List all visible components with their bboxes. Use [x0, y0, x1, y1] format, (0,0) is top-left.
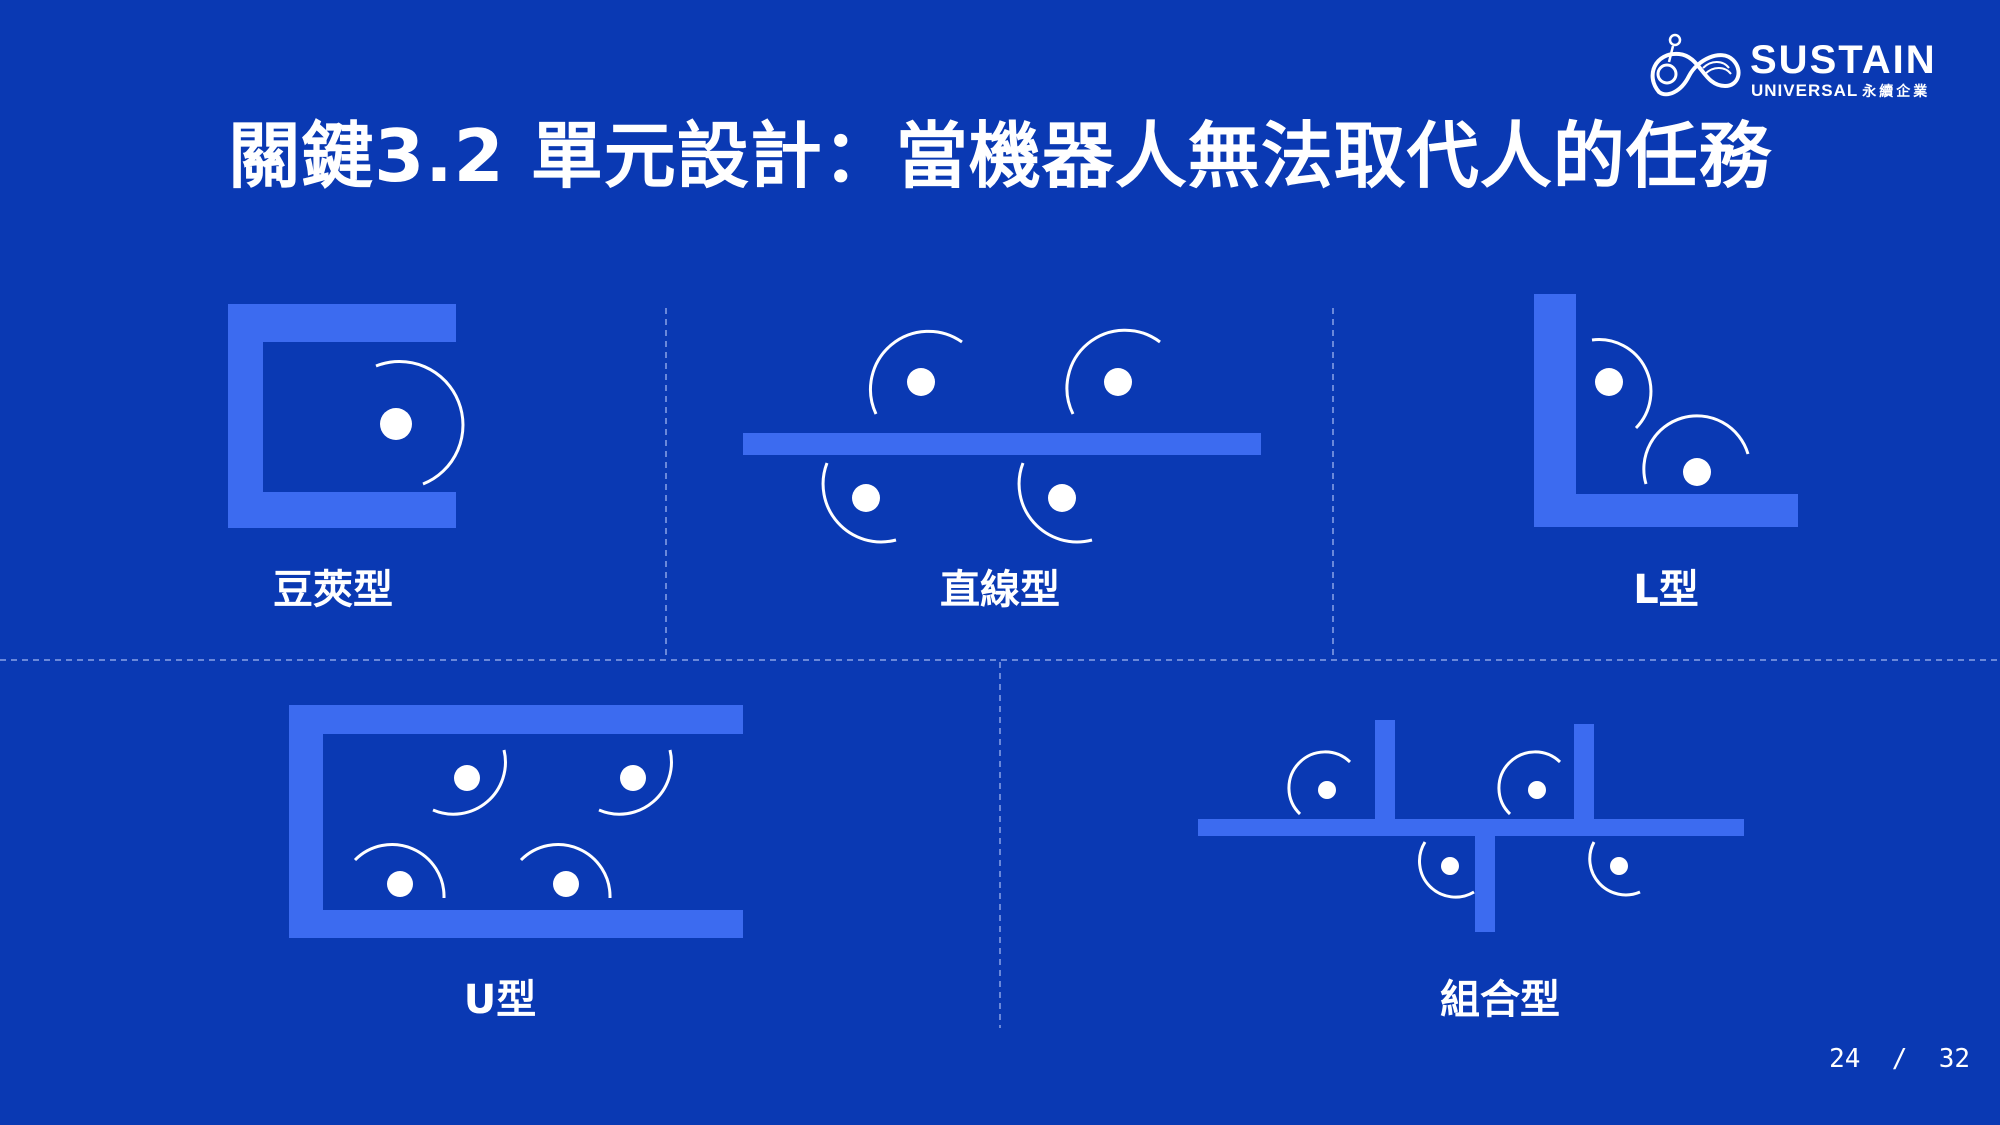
layout-label-combo: 組合型 [1440, 977, 1560, 1023]
worker-icon [1017, 462, 1093, 544]
pod-workbench [228, 304, 456, 528]
sustain-universal-logo-icon [1650, 33, 1741, 97]
worker-icon [353, 843, 446, 899]
worker-icon [1418, 841, 1475, 899]
worker-icon [598, 749, 673, 816]
pod-layout-diagram [228, 304, 465, 528]
u-shape-workbench [289, 705, 743, 938]
logo-subtitle-zh: 永續企業 [1862, 83, 1931, 99]
layout-label-pod: 豆莢型 [273, 567, 393, 613]
layout-label-l-shape: L型 [1633, 567, 1699, 613]
worker-icon [869, 329, 963, 415]
combo-layout-diagram [1198, 720, 1744, 932]
slide-title: 關鍵3.2 單元設計：當機器人無法取代人的任務 [228, 114, 1772, 198]
l-shape-layout-diagram [1534, 294, 1798, 527]
page-number: 24 / 32 [1790, 1043, 1970, 1075]
worker-icon [821, 462, 897, 544]
worker-icon [1591, 338, 1653, 430]
worker-icon [1588, 841, 1641, 897]
logo-subtitle-en: UNIVERSAL [1751, 81, 1859, 100]
worker-icon [1642, 414, 1750, 486]
combo-workbench-branch-3 [1475, 834, 1495, 932]
worker-icon [519, 843, 612, 899]
page-total: 32 [1938, 1044, 1970, 1074]
layout-label-u-shape: U型 [463, 977, 537, 1023]
combo-workbench-horizontal [1198, 819, 1744, 836]
straight-workbench [743, 433, 1261, 455]
combo-workbench-branch-1 [1375, 720, 1395, 822]
combo-workbench-branch-2 [1574, 724, 1594, 822]
page-separator: / [1891, 1044, 1908, 1074]
worker-icon [432, 749, 507, 816]
grid-dividers [0, 308, 2000, 1028]
page-current: 24 [1829, 1044, 1861, 1074]
straight-layout-diagram [743, 328, 1261, 544]
layout-label-straight: 直線型 [940, 567, 1060, 613]
worker-icon [375, 360, 465, 486]
u-shape-layout-diagram [289, 705, 743, 938]
worker-icon [1497, 750, 1562, 816]
worker-icon [1287, 750, 1352, 816]
logo-wordmark: SUSTAIN [1750, 38, 1937, 82]
l-shape-workbench [1534, 294, 1798, 527]
worker-icon [1065, 328, 1161, 415]
